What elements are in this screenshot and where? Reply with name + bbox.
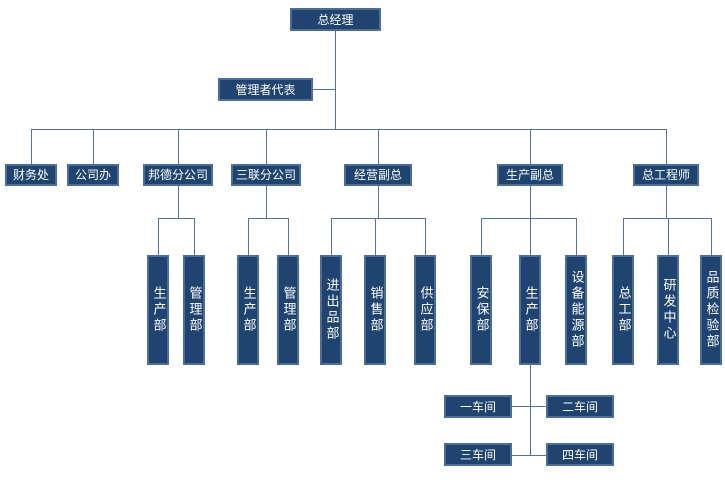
node-finance-office: 财务处 [5, 164, 57, 186]
node-production-vp: 生产副总 [497, 164, 563, 186]
connector-line [481, 218, 577, 219]
node-management-dept-bangde: 管理部 [183, 255, 205, 365]
connector-line [31, 129, 667, 130]
connector-line [378, 129, 379, 164]
connector-line [425, 218, 426, 255]
connector-line [375, 218, 376, 255]
connector-line [248, 218, 249, 255]
node-production-dept-sanlian: 生产部 [237, 255, 259, 365]
node-workshop-1: 一车间 [444, 395, 512, 418]
node-rd-center: 研发中心 [657, 255, 679, 365]
connector-line [512, 406, 546, 407]
connector-line [331, 218, 332, 255]
connector-line [378, 186, 379, 218]
node-company-office: 公司办 [67, 164, 119, 186]
node-operations-vp: 经营副总 [344, 164, 412, 186]
connector-line [331, 218, 426, 219]
connector-line [31, 129, 32, 164]
connector-line [576, 218, 577, 255]
connector-line [266, 186, 267, 218]
connector-line [248, 218, 289, 219]
connector-line [530, 218, 531, 255]
node-security-dept: 安保部 [470, 255, 492, 365]
node-chief-engineering-dept: 总工部 [612, 255, 634, 365]
node-import-export-dept: 进出品部 [320, 255, 342, 365]
node-production-dept-bangde: 生产部 [147, 255, 169, 365]
connector-line [666, 129, 667, 164]
node-workshop-3: 三车间 [444, 443, 512, 466]
connector-line [194, 218, 195, 255]
node-chief-engineer: 总工程师 [633, 164, 699, 186]
connector-line [668, 218, 669, 255]
node-quality-inspection-dept: 品质检验部 [700, 255, 722, 365]
connector-line [288, 218, 289, 255]
node-production-dept-vp: 生产部 [519, 255, 541, 365]
connector-line [512, 455, 546, 456]
connector-line [530, 365, 531, 455]
connector-line [530, 186, 531, 218]
connector-line [266, 129, 267, 164]
node-general-manager: 总经理 [290, 8, 381, 31]
connector-line [93, 129, 94, 164]
connector-line [623, 218, 712, 219]
connector-line [666, 186, 667, 218]
node-sanlian-branch: 三联分公司 [231, 164, 301, 186]
node-workshop-4: 四车间 [546, 443, 614, 466]
node-supply-dept: 供应部 [414, 255, 436, 365]
node-equipment-energy-dept: 设备能源部 [565, 255, 587, 365]
node-workshop-2: 二车间 [546, 395, 614, 418]
connector-line [335, 31, 336, 129]
node-management-dept-sanlian: 管理部 [277, 255, 299, 365]
connector-line [158, 218, 195, 219]
node-bangde-branch: 邦德分公司 [143, 164, 213, 186]
connector-line [711, 218, 712, 255]
connector-line [178, 186, 179, 218]
node-sales-dept: 销售部 [364, 255, 386, 365]
connector-line [158, 218, 159, 255]
node-management-representative: 管理者代表 [218, 78, 313, 101]
connector-line [178, 129, 179, 164]
connector-line [481, 218, 482, 255]
connector-line [623, 218, 624, 255]
connector-line [313, 89, 336, 90]
connector-line [530, 129, 531, 164]
